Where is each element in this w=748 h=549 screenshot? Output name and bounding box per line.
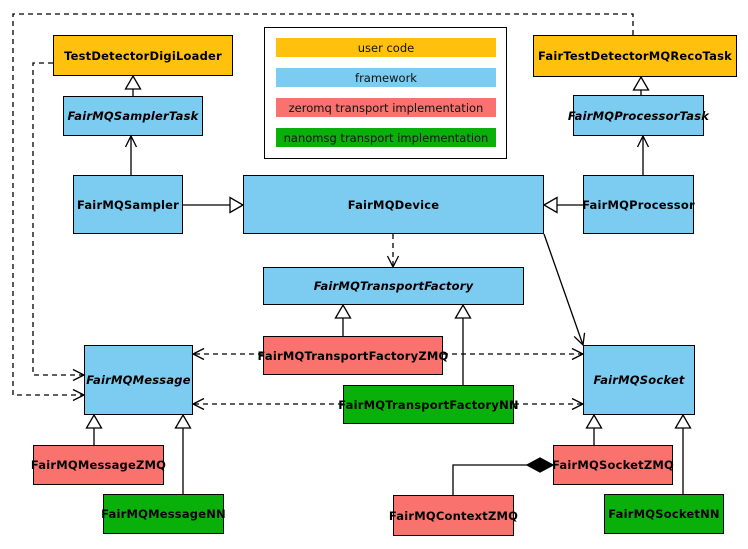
- node-fairmqsocketzmq: FairMQSocketZMQ: [552, 445, 674, 485]
- edge-fairmqtransportfactorynn-fairmqsocket-arrowhead: [571, 397, 585, 411]
- node-fairmqprocessor: FairMQProcessor: [582, 175, 695, 234]
- node-fairmqmessage: FairMQMessage: [84, 345, 193, 415]
- node-fairmqdevice: FairMQDevice: [243, 175, 544, 234]
- node-fairmqsampler: FairMQSampler: [73, 175, 183, 234]
- node-fairmqmessagenn: FairMQMessageNN: [101, 494, 226, 534]
- edge-fairmqprocessortask-fairtestdetectormqrecotask-triangle: [632, 75, 650, 91]
- edge-fairmqprocessor-fairmqdevice-triangle: [542, 196, 558, 214]
- edge-fairmqtransportfactoryzmq-fairmqsocket-arrowhead: [571, 347, 585, 361]
- node-fairmqsamplertask: FairMQSamplerTask: [63, 96, 203, 136]
- edge-fairmqtransportfactoryzmq-fairmqmessage-arrowhead: [191, 347, 205, 361]
- edge-fairtestdetectormqrecotask-fairmqmessage-arrowhead: [72, 388, 86, 402]
- legend-item-zmq: zeromq transport implementation: [276, 98, 496, 117]
- edge-fairmqdevice-fairmqsocket-arrowhead: [573, 332, 586, 347]
- node-fairmqcontextzmq: FairMQContextZMQ: [389, 495, 518, 536]
- edge-fairmqtransportfactorynn-fairmqmessage-arrowhead: [191, 397, 205, 411]
- node-fairtestdetectormqrecotask: FairTestDetectorMQRecoTask: [533, 35, 737, 77]
- legend-item-nn: nanomsg transport implementation: [276, 128, 496, 147]
- node-fairmqtransportfactorynn: FairMQTransportFactoryNN: [338, 385, 519, 424]
- edge-fairmqsamplertask-testdetectordigiloader-triangle: [124, 74, 142, 90]
- legend-item-user: user code: [276, 38, 496, 57]
- edge-fairmqmessagezmq-fairmqmessage-triangle: [85, 413, 103, 429]
- edge-fairmqsocketnn-fairmqsocket-triangle: [674, 413, 692, 429]
- edge-fairmqmessagenn-fairmqmessage-triangle: [174, 413, 192, 429]
- edge-fairmqcontextzmq-fairmqsocketzmq-diamond: [525, 457, 555, 473]
- edge-fairmqsampler-fairmqsamplertask-arrowhead: [124, 134, 138, 148]
- edge-fairmqprocessor-fairmqprocessortask-arrowhead: [636, 134, 650, 148]
- edge-testdetectordigiloader-fairmqmessage-arrowhead: [72, 368, 86, 382]
- edge-fairmqcontextzmq-fairmqsocketzmq: [452, 464, 527, 495]
- node-fairmqprocessortask: FairMQProcessorTask: [568, 95, 709, 136]
- edge-fairmqsampler-fairmqdevice-triangle: [229, 196, 245, 214]
- edge-fairmqdevice-fairmqtransportfactory-arrowhead: [386, 255, 400, 269]
- legend: user code framework zeromq transport imple…: [264, 27, 507, 159]
- edge-fairmqtransportfactorynn-fairmqtransportfactory-triangle: [454, 303, 472, 319]
- node-fairmqsocket: FairMQSocket: [583, 345, 695, 415]
- legend-item-framework: framework: [276, 68, 496, 87]
- node-fairmqmessagezmq: FairMQMessageZMQ: [31, 445, 166, 485]
- edge-fairmqtransportfactoryzmq-fairmqtransportfactory-triangle: [334, 303, 352, 319]
- edge-fairmqsocketzmq-fairmqsocket-triangle: [585, 413, 603, 429]
- node-testdetectordigiloader: TestDetectorDigiLoader: [53, 35, 233, 76]
- node-fairmqsocketnn: FairMQSocketNN: [604, 494, 724, 534]
- node-fairmqtransportfactoryzmq: FairMQTransportFactoryZMQ: [258, 336, 448, 375]
- node-fairmqtransportfactory: FairMQTransportFactory: [263, 267, 524, 305]
- edge-fairmqdevice-fairmqsocket: [543, 233, 584, 346]
